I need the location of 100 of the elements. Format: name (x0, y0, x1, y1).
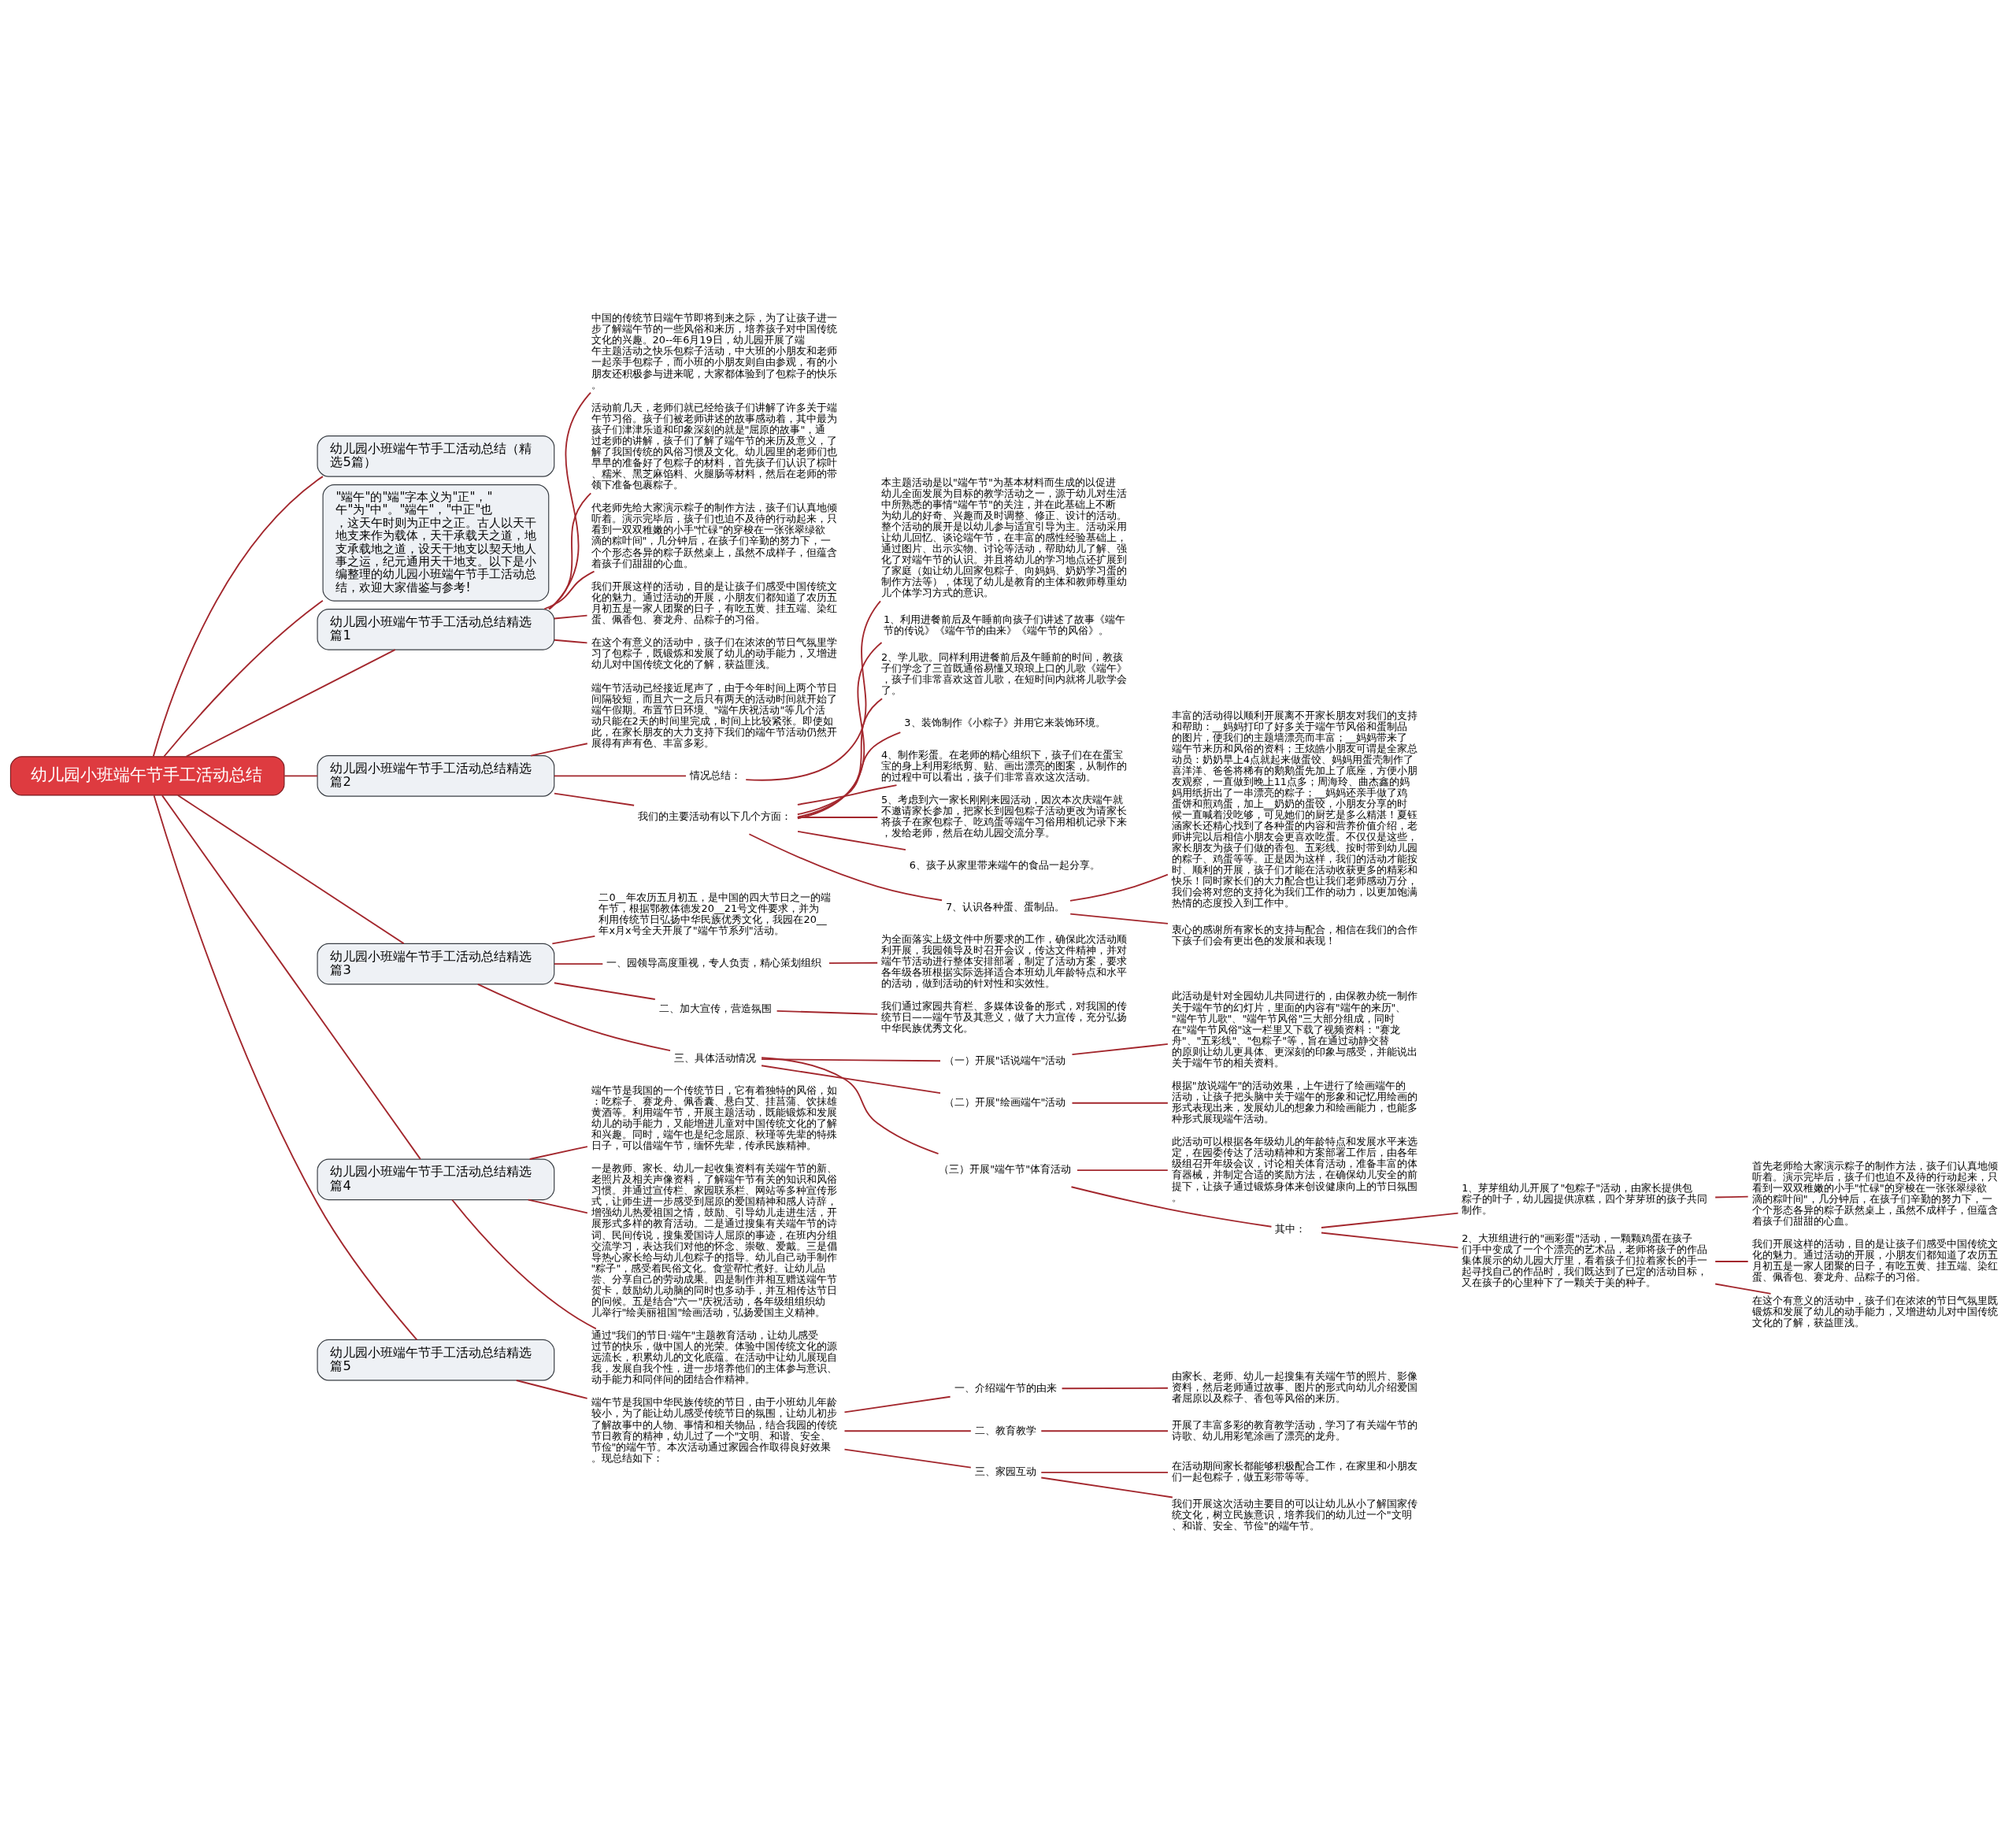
connector (476, 983, 671, 1051)
connector (153, 794, 418, 1340)
connector (1071, 1043, 1169, 1055)
node-text: 端午节是我国中华民族传统的节日，由于小班幼儿年龄较小，为了能让幼儿感受传统节日的氛围，让幼儿初步了解故事中的人物、事情和相关物品，结合我园的传统节日教育的精神，幼儿过了一个"文明、和谐、安全、节俭"的端午节。本次活动通过家园合作取得良好效果。现总结如下： (591, 1395, 837, 1464)
node-text: 我们通过家园共育栏、多媒体设备的形式，对我国的传统节日——端午节及其意义，做了大力宣传，充分弘扬中华民族优秀文化。 (881, 999, 1128, 1034)
connector (843, 1395, 951, 1413)
connector (554, 614, 588, 619)
connector (554, 639, 588, 643)
node-text: 其中： (1275, 1222, 1306, 1235)
connector (163, 599, 324, 758)
node-text: 端午节是我国的一个传统节日，它有着独特的风俗，如：吃粽子、赛龙舟、佩香囊、悬白艾、挂菖蒲、饮抹雄黄酒等。利用端午节，开展主题活动，既能锻炼和发展幼儿的动手能力，又能增进儿童对中国传统文化的了解和兴趣。同时，端午也是纪念屈原、秋瑾等先辈的特殊日子，可以借端午节，缅怀先辈，传承民族精神。 (591, 1084, 837, 1151)
node-text: 二、教育教学 (974, 1424, 1036, 1436)
connector (745, 599, 881, 781)
node-text: 通过"我们的节日·端午"主题教育活动，让幼儿感受过节的快乐，做中国人的光荣。体验中国传统文化的源远流长，积累幼儿的文化底蕴。在活动中让幼儿展现自我，发展自我个性，进一步培养他们的主体参与意识、动手能力和同伴间的团结合作精神。 (591, 1328, 837, 1385)
node-text: 本主题活动是以"端午节"为基本材料而生成的以促进幼儿全面发展为目标的教学活动之一，源于幼儿对生活中所熟悉的事情"端午节"的关注，并在此基础上不断为幼儿的好奇、兴趣而及时调整、修正、设计的活动。整个活动的展开是以幼儿参与适宜引导为主。活动采用让幼儿回忆、谈论端午节，在丰富的感性经验基础上，通过图片、出示实物、讨论等活动，帮助幼儿了解、强化了对端午节的认识。并且将幼儿的学习地点还扩展到了家庭（如让幼儿回家包粽子、向妈妈、奶奶学习蛋的制作方法等），体现了幼儿是教育的主体和教师尊重幼儿个体学习方式的意识。 (881, 476, 1128, 598)
node-text: 3、装饰制作《小粽子》并用它来装饰环境。 (904, 716, 1106, 728)
node-text: 代老师先给大家演示粽子的制作方法，孩子们认真地倾听着。演示完毕后，孩子们也迫不及待的行动起来，只看到一双双稚嫩的小手"忙碌"的穿梭在一张张翠绿欲滴的粽叶间"，几分钟后，在孩子们辛勤的努力下，一个个形态各异的粽子跃然桌上，虽然不成样子，但蕴含着孩子们甜甜的心血。 (591, 501, 837, 569)
connector (451, 1199, 597, 1329)
node-text: 1、芽芽组幼儿开展了"包粽子"活动，由家长提供包粽子的叶子，幼儿园提供凉糕，四个芽芽班的孩子共同制作。 (1462, 1181, 1708, 1216)
connector (185, 648, 396, 758)
node-text: 5、考虑到六一家长刚刚来园活动，因次本次庆端午就不邀请家长参加，把家长到园包粽子活动更改为请家长将孩子在家包粽子、吃鸡蛋等端午习俗用相机记录下来，发给老师，然后在幼儿园交流分享。 (881, 793, 1128, 839)
node-text: 二、加大宣传，营造氛围 (658, 1002, 772, 1014)
connector (530, 742, 588, 757)
node-text: （一）开展"话说端午"活动 (943, 1054, 1066, 1066)
node-text: 由家长、老师、幼儿一起搜集有关端午节的照片、影像资料，然后老师通过故事、图片的形式向幼儿介绍爱国者屈原以及粽子、香包等风俗的来历。 (1171, 1369, 1418, 1404)
node-text: 丰富的活动得以顺利开展离不开家长朋友对我们的支持和帮助：__妈妈打印了好多关于端午节风俗和蛋制品的图片，使我们的主题墙漂亮而丰富；__妈妈带来了端午节来历和风俗的资料；王炫皓小朋友可谓是全家总动员：奶奶早上4点就起来做蛋饺、妈妈用蛋壳制作了喜洋洋、爸爸将稀有的鹅鹅蛋先加上了底座，方便小朋友观察，一直做到晚上11点多；周海玲、曲杰鑫的妈妈用纸折出了一串漂亮的粽子；__妈妈还亲手做了鸡蛋饼和煎鸡蛋，加上__奶奶的蛋饺，小朋友分享的时候一直喊着没吃够，可见她们的厨艺是多么精湛！夏钰涵家长还精心找到了各种蛋的内容和营养价值介绍，老师讲完以后相信小朋友会更喜欢吃蛋。不仅仅是这些，家长朋友为孩子们做的香包、五彩线、按时带到幼儿园的粽子、鸡蛋等等。正是因为这样，我们的活动才能按时、顺利的开展，孩子们才能在活动收获更多的精彩和快乐！同时家长们的大力配合也让我们老师感动万分，我们会将对您的支持化为我们工作的动力，以更加饱满热情的态度投入到工作中。 (1171, 709, 1418, 909)
node-text: 活动前几天，老师们就已经给孩子们讲解了许多关于端午节习俗。孩子们被老师讲述的故事感动着，其中最为孩子们津津乐道和印象深刻的就是"屈原的故事"，通过老师的讲解，孩子们了解了端午节的来历及意义，了解了我国传统的风俗习惯及文化。幼儿园里的老师们也早早的准备好了包粽子的材料，首先孩子们认识了棕叶、糯米、黑芝麻馅料、火腿肠等材料，然后在老师的带领下准备包裹粽子。 (591, 401, 837, 491)
node-text: 中国的传统节日端午节即将到来之际，为了让孩子进一步了解端午节的一些风俗和来历，培养孩子对中国传统文化的兴趣。20--年6月19日，幼儿园开展了端午主题活动之快乐包粽子活动，中大班的小朋友和老师一起亲手包粽子，而小班的小朋友则自由参观，有的小朋友还积极参与进来呢，大家都体验到了包粽子的快乐。 (591, 311, 837, 391)
node-box: 幼儿园小班端午节手工活动总结 (9, 755, 285, 796)
node-text: 7、认识各种蛋、蛋制品。 (946, 900, 1065, 913)
node-text: 4、制作彩蛋。在老师的精心组织下，孩子们在在蛋宝宝的身上利用彩纸剪、贴、画出漂亮的图案，从制作的的过程中可以看出，孩子们非常喜欢这次活动。 (881, 748, 1128, 783)
node-text: 情况总结： (689, 769, 741, 781)
node-text: 我们的主要活动有以下几个方面： (638, 810, 792, 822)
connector (761, 1058, 941, 1061)
node-text: 三、家园互动 (974, 1465, 1036, 1477)
connector (796, 697, 884, 817)
node-text: 1、利用进餐前后及午睡前向孩子们讲述了故事《端午节的传说》《端午节的由来》《端午节的风俗》。 (884, 613, 1126, 636)
connector (554, 981, 656, 1000)
node-box: 幼儿园小班端午节手工活动总结（精选5篇） (317, 435, 555, 477)
node-text: （三）开展"端午节"体育活动 (939, 1162, 1072, 1175)
connector (543, 570, 595, 609)
node-box: 幼儿园小班端午节手工活动总结精选篇4 (317, 1158, 555, 1200)
node-text: 此活动是针对全园幼儿共同进行的，由保教办统一制作关于端午节的幻灯片，里面的内容有"端午的来历"、"端午节儿歌"、"端午节风俗"三大部分组成，同时在"端午节风俗"这一栏里又下载了视频资料："赛龙舟"、"五彩线"、"包粽子"等，旨在通过动静交替的原则让幼儿更具体、更深刻的印象与感受，并能说出关于端午节的相关资料。 (1171, 989, 1418, 1069)
connector (1714, 1283, 1772, 1295)
node-box: 幼儿园小班端午节手工活动总结精选篇5 (317, 1339, 555, 1380)
node-text: 开展了丰富多彩的教育教学活动，学习了有关端午节的诗歌、幼儿用彩笔涂画了漂亮的龙舟。 (1171, 1418, 1418, 1442)
node-text: 二0__年农历五月初五，是中国的四大节日之一的端午节，根据鄂教体德发20__21号文件要求，并为利用传统节日弘扬中华民族优秀文化，我园在20__年x月x号全天开展了"端午节系列"活动。 (598, 891, 831, 936)
connector (548, 391, 591, 609)
connector (1321, 1232, 1459, 1248)
connector (1040, 1471, 1169, 1473)
node-text: 端午节活动已经接近尾声了，由于今年时间上两个节日间隔较短，而且六一之后只有两天的活动时间就开始了端午假期。布置节日环境、"端午庆祝活动"等几个活动只能在2天的时间里完成，时间上比较紧张。即使如此，在家长朋友的大力支持下我们的端午节活动仍然开展得有声有色、丰富多彩。 (591, 681, 837, 749)
connector (1714, 1195, 1749, 1198)
connector (177, 794, 405, 944)
node-text: 一、介绍端午节的由来 (954, 1381, 1057, 1394)
connector (797, 641, 883, 819)
connector (796, 784, 898, 806)
connector (843, 1429, 972, 1432)
connector (515, 1379, 588, 1399)
node-text: 在这个有意义的活动中，孩子们在浓浓的节日气氛里学习了包粽子，既锻炼和发展了幼儿的动手能力，又增进幼儿对中国传统文化的了解，获益匪浅。 (591, 635, 837, 670)
node-box: 幼儿园小班端午节手工活动总结精选篇1 (317, 608, 555, 650)
connector (796, 816, 879, 818)
connector (527, 1199, 588, 1213)
connector (1077, 1169, 1169, 1171)
connector (161, 794, 421, 1160)
connector (1070, 1185, 1273, 1228)
connector (554, 792, 636, 806)
node-text: 我们开展这次活动主要目的可以让幼儿从小了解国家传统文化，树立民族意识，培养我们的幼儿过一个"文明、和谐、安全、节俭"的端午节。 (1171, 1497, 1418, 1532)
connector (1071, 1102, 1169, 1104)
node-text: 6、孩子从家里带来端午的食品一起分享。 (909, 858, 1100, 871)
node-box: 幼儿园小班端午节手工活动总结精选篇3 (317, 943, 555, 984)
connector (152, 475, 324, 757)
node-text: 一是教师、家长、幼儿一起收集资料有关端午节的新、老照片及相关声像资料，了解端午节有关的知识和风俗习惯。并通过宣传栏、家园联系栏、网站等多种宣传形式，让师生进一步感受到屈原的爱国精神和感人诗辞，增强幼儿热爱祖国之情，鼓励、引导幼儿走进生活，开展形式多样的教育活动。二是通过搜集有关端午节的诗词、民间传说，搜集爱国诗人屈原的事迹，在班内分组交流学习，表达我们对他的怀念、崇敬、爱戴。三是倡导热心家长给与幼儿包粽子的指导。幼儿自己动手制作"粽子"，感受着民俗文化。食堂帮忙煮好。让幼儿品尝、分享自己的劳动成果。四是制作并相互赠送端午节贺卡，鼓励幼儿动脑的同时也多动手，并互相传达节日的问候。五是结合"六一"庆祝活动，各年级组组织幼儿举行"绘美丽祖国"绘画活动，弘扬爱国主义精神。 (591, 1161, 837, 1318)
connector (284, 774, 318, 776)
connector (551, 935, 596, 944)
node-text: 衷心的感谢所有家长的支持与配合，相信在我们的合作下孩子们会有更出色的发展和表现！ (1171, 923, 1418, 947)
connector (1069, 873, 1169, 902)
connector (1040, 1476, 1173, 1498)
connector (796, 731, 902, 815)
connector (1321, 1212, 1459, 1228)
node-text: 首先老师给大家演示粽子的制作方法，孩子们认真地倾听着。演示完毕后，孩子们也迫不及待的行动起来，只看到一双双稚嫩的小手"忙碌"的穿梭在一张张翠绿欲滴的粽叶间"，几分钟后，在孩子们辛勤的努力下，一个个形态各异的粽子跃然桌上，虽然不成样子，但蕴含着孩子们甜甜的心血。 (1751, 1159, 1998, 1227)
connector (776, 1010, 879, 1015)
connector (1040, 1429, 1169, 1432)
node-box: "端午"的"端"字本义为"正"，"午"为"中"。"端午"，"中正"也，这天午时则为正中之正。古人以天干地支来作为载体，天干承载天之道，地支承载地之道，设天干地支以契天地人事之运，纪元通用天干地支。以下是小编整理的幼儿园小班端午节手工活动总结，欢迎大家借鉴与参考! (322, 483, 550, 602)
connector (761, 1056, 939, 1154)
connector (1714, 1260, 1749, 1262)
node-text: 我们开展这样的活动，目的是让孩子们感受中国传统文化的魅力。通过活动的开展，小朋友们都知道了农历五月初五是一家人团聚的日子，有吃五黄、挂五端、染红蛋、佩香包、赛龙舟、品粽子的习俗。 (591, 580, 837, 625)
connector (1061, 1387, 1169, 1389)
connector (554, 774, 687, 776)
connector (843, 1448, 972, 1469)
node-text: 一、园领导高度重视，专人负责，精心策划组织 (606, 956, 822, 969)
node-text: 三、具体活动情况 (673, 1051, 756, 1064)
node-box: 幼儿园小班端午节手工活动总结精选篇2 (317, 754, 555, 797)
node-text: 为全面落实上级文件中所要求的工作，确保此次活动顺利开展，我园领导及时召开会议，传达文件精神，并对端午节活动进行整体安排部署，制定了活动方案，要求各年级各班根据实际选择适合本班幼儿年龄特点和水平的活动，做到活动的针对性和实效性。 (881, 932, 1128, 989)
node-text: 此活动可以根据各年级幼儿的年龄特点和发展水平来选定，在园委传达了活动精神和方案部署工作后，由各年级组召开年级会议，讨论相关体育活动，准备丰富的体育器械，并制定合适的奖励方法，在确保幼儿安全的前提下，让孩子通过锻炼身体来创设健康向上的节日氛围。 (1171, 1135, 1418, 1203)
connector (748, 832, 943, 901)
connector (528, 1145, 588, 1160)
node-text: 在这个有意义的活动中，孩子们在浓浓的节日气氛里既锻炼和发展了幼儿的动手能力，又增进幼儿对中国传统文化的了解，获益匪浅。 (1751, 1294, 1998, 1328)
node-text: 在活动期间家长都能够积极配合工作，在家里和小朋友们一起包粽子，做五彩带等等。 (1171, 1459, 1418, 1483)
node-text: 2、学儿歌。同样利用进餐前后及午睡前的时间，教孩子们学念了三首既通俗易懂又琅琅上口的儿歌《端午》，孩子们非常喜欢这首儿歌，在短时间内就将儿歌学会了。 (881, 650, 1128, 696)
connector (547, 491, 592, 609)
